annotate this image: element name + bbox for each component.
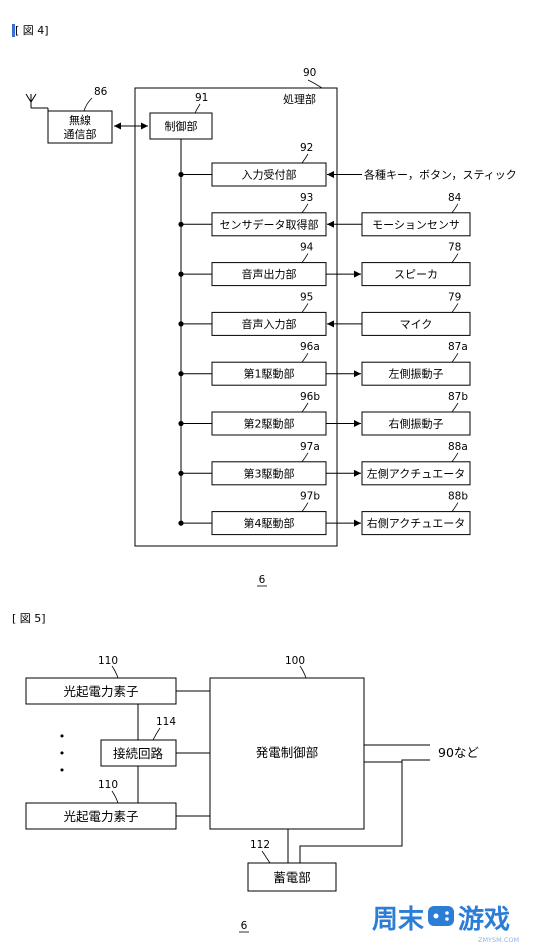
figure-4: [ 図 4] 無線 通信部 86 処理部 90 制御部 91 入力受付部 92 各種… xyxy=(12,24,517,587)
ellipsis-dot: • xyxy=(59,730,66,743)
external-ref: 78 xyxy=(448,242,461,254)
fig4-heading: [ 図 4] xyxy=(15,24,49,37)
storage-unit-ref: 112 xyxy=(250,839,270,851)
ref-leader xyxy=(301,303,309,313)
block-label: 入力受付部 xyxy=(242,168,297,182)
storage-unit-box xyxy=(247,862,337,892)
block-box xyxy=(211,162,327,187)
block-label: 第1駆動部 xyxy=(244,367,295,381)
ref-leader xyxy=(301,402,309,413)
ref-leader xyxy=(301,502,309,512)
block-ref: 97b xyxy=(300,491,320,503)
fig5-wiring xyxy=(137,690,430,863)
solar-cell-bottom-ref: 110 xyxy=(98,779,118,791)
antenna-icon xyxy=(25,93,49,116)
connection-circuit-label: 接続回路 xyxy=(113,746,164,761)
ref-leader xyxy=(451,253,459,263)
block-label: 音声出力部 xyxy=(242,267,297,281)
external-device-box xyxy=(361,361,471,386)
ref-leader xyxy=(301,352,309,363)
processing-unit-box xyxy=(134,87,338,547)
solar-cell-bottom-label: 光起電力素子 xyxy=(63,809,138,824)
fig5-heading: [ 図 5] xyxy=(12,612,46,625)
external-device-label: スピーカ xyxy=(394,268,438,281)
ref-leader xyxy=(451,502,459,512)
block-ref: 96b xyxy=(300,391,320,403)
external-device-label: モーションセンサ xyxy=(372,218,460,231)
generation-control-ref: 100 xyxy=(285,655,305,667)
external-source-label: 各種キー，ボタン，スティック xyxy=(364,168,517,182)
external-device-label: 左側アクチュエータ xyxy=(367,467,465,480)
external-device-label: 左側振動子 xyxy=(389,367,444,381)
watermark-main: 周末 xyxy=(372,905,425,935)
wireless-ref: 86 xyxy=(94,86,108,98)
ellipsis-dot: • xyxy=(59,764,66,777)
external-ref: 87b xyxy=(448,391,468,403)
ref-leader xyxy=(301,253,309,263)
ref-leader xyxy=(451,452,459,463)
ref-leader xyxy=(301,452,309,463)
storage-unit-label: 蓄電部 xyxy=(273,870,311,885)
block-ref: 95 xyxy=(300,291,313,303)
external-device-box xyxy=(361,511,471,536)
wireless-unit-box xyxy=(47,110,113,144)
external-device-label: 右側アクチュエータ xyxy=(367,516,465,530)
ellipsis-dot: • xyxy=(59,747,66,760)
ref-leader xyxy=(451,352,459,363)
block-ref: 96a xyxy=(300,341,320,353)
figure-5: [ 図 5] 光起電力素子 110 光起電力素子 110 • • • 接続回路 … xyxy=(12,612,479,933)
ref-leader xyxy=(301,153,309,164)
external-device-box xyxy=(361,262,471,287)
block-ref: 97a xyxy=(300,441,320,453)
connection-circuit-ref: 114 xyxy=(156,716,176,728)
block-label: 音声入力部 xyxy=(242,317,297,331)
external-device-box xyxy=(361,311,471,336)
wireless-label-1: 無線 xyxy=(69,113,91,127)
external-ref: 88b xyxy=(448,491,468,503)
external-ref: 84 xyxy=(448,192,462,204)
watermark-main-2: 游戏 xyxy=(458,905,510,935)
block-label: センサデータ取得部 xyxy=(220,217,319,231)
generation-control-label: 発電制御部 xyxy=(256,745,319,760)
fig4-figure-mark: 6 xyxy=(259,574,266,586)
external-device-label: マイク xyxy=(400,318,433,331)
watermark: 周末 游戏 ZMYSM.COM xyxy=(372,905,519,944)
external-ref: 88a xyxy=(448,441,468,453)
ref-leader xyxy=(451,402,459,413)
gamepad-icon xyxy=(428,906,454,926)
external-device-box xyxy=(361,212,471,237)
processing-ref: 90 xyxy=(303,67,316,79)
watermark-sub: ZMYSM.COM xyxy=(478,936,519,944)
block-ref: 93 xyxy=(300,192,313,204)
solar-cell-top-label: 光起電力素子 xyxy=(63,684,138,699)
control-label: 制御部 xyxy=(165,119,198,133)
bus-branch-line xyxy=(180,513,212,524)
block-label: 第4駆動部 xyxy=(244,516,295,530)
fig5-figure-mark: 6 xyxy=(241,920,248,932)
block-box xyxy=(211,311,327,336)
block-label: 第3駆動部 xyxy=(244,466,295,480)
ref-leader xyxy=(451,303,459,313)
processing-label: 処理部 xyxy=(283,92,316,106)
block-box xyxy=(211,212,327,237)
heading-marker xyxy=(12,24,15,37)
block-label: 第2駆動部 xyxy=(244,417,295,431)
external-device-label: 右側振動子 xyxy=(389,417,444,431)
external-label: 90など xyxy=(438,745,479,760)
block-ref: 94 xyxy=(300,242,314,254)
external-ref: 87a xyxy=(448,341,468,353)
external-ref: 79 xyxy=(448,291,461,303)
ref-leader xyxy=(301,203,309,214)
wireless-label-2: 通信部 xyxy=(64,127,97,141)
ref-leader xyxy=(451,203,459,214)
external-device-box xyxy=(361,461,471,486)
control-ref: 91 xyxy=(195,92,208,104)
solar-cell-top-ref: 110 xyxy=(98,655,118,667)
external-device-box xyxy=(361,411,471,436)
block-ref: 92 xyxy=(300,142,313,154)
